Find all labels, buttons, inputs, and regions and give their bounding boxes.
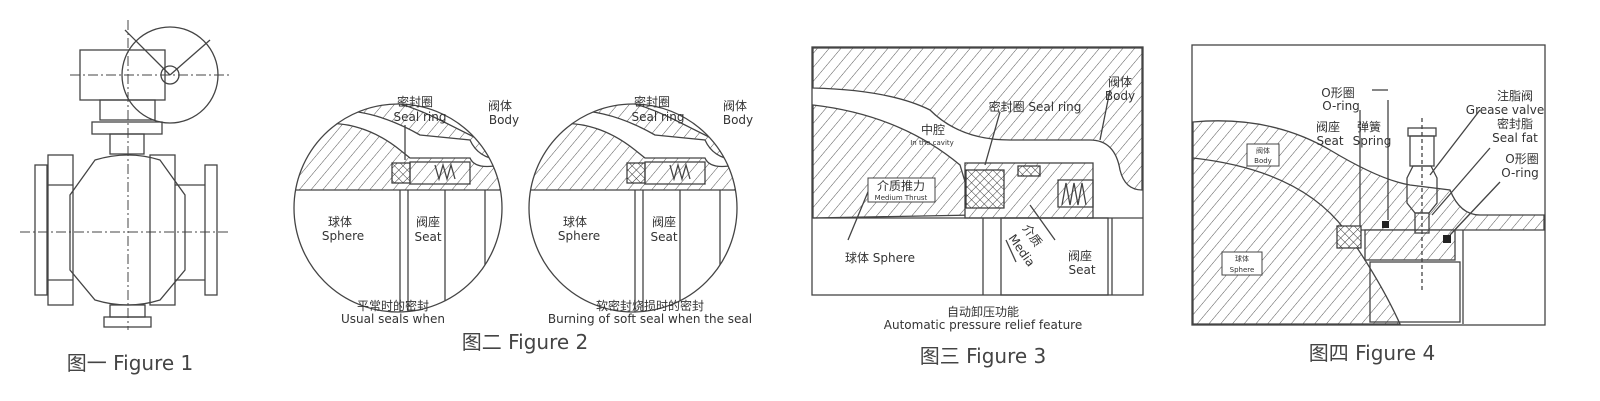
label-spring-cn: 弹簧 [1357, 119, 1381, 134]
label-sphere-en: Sphere [1230, 266, 1255, 274]
label-grease-valve-en: Grease valve [1466, 103, 1544, 117]
label-thrust-cn: 介质推力 [877, 179, 925, 193]
label-oring-2-cn: O形圈 [1505, 152, 1538, 166]
label-body-cn: 阀体 [1108, 75, 1132, 89]
figure-2-usual-seal: 密封圈 Seal ring 阀体 Body 球体 Sphere 阀座 Seat … [293, 94, 519, 326]
label-seat-en: Seat [1068, 263, 1095, 277]
label-sphere: 球体 Sphere [845, 251, 915, 265]
label-sphere-cn: 球体 [1235, 254, 1249, 263]
label-sphere-cn: 球体 [563, 215, 587, 229]
label-body-en: Body [489, 113, 519, 127]
figure-3-caption-cn: 自动卸压功能 [947, 304, 1019, 319]
figure-3-caption-en: Automatic pressure relief feature [884, 318, 1082, 332]
label-seat-cn: 阀座 [1068, 248, 1092, 263]
label-seat-cn: 阀座 [1316, 119, 1340, 134]
label-spring-en: Spring [1353, 134, 1392, 148]
label-seal-ring-en: Seal ring [394, 110, 447, 124]
label-body-en: Body [1105, 89, 1135, 103]
label-seat-cn: 阀座 [652, 214, 676, 229]
label-sphere-en: Sphere [322, 229, 364, 243]
label-seal-ring-en: Seal ring [632, 110, 685, 124]
figure-2-caption: 图二 Figure 2 [462, 330, 589, 354]
label-seat-cn: 阀座 [416, 214, 440, 229]
figure-4-caption: 图四 Figure 4 [1309, 341, 1436, 365]
figure-2-right-caption-en: Burning of soft seal when the seal [548, 312, 752, 326]
figure-4-grease-injection: O形圈 O-ring 阀座 Seat 弹簧 Spring 注脂阀 Grease … [1191, 44, 1546, 365]
figure-2-right-caption-cn: 软密封烧损时的密封 [596, 298, 704, 313]
label-body-cn: 阀体 [488, 99, 512, 113]
figure-2-left-caption-en: Usual seals when [341, 312, 445, 326]
label-body-en: Body [1254, 157, 1272, 165]
label-cavity-en: In the cavity [910, 139, 954, 147]
figure-1-ball-valve: 图一 Figure 1 [20, 20, 230, 375]
label-sphere-en: Sphere [558, 229, 600, 243]
figure-3-caption: 图三 Figure 3 [920, 344, 1047, 368]
label-seat-en: Seat [650, 230, 677, 244]
label-body-cn: 阀体 [1256, 146, 1270, 155]
label-oring-1-cn: O形圈 [1321, 86, 1354, 100]
label-oring-2-en: O-ring [1501, 166, 1539, 180]
label-body-cn: 阀体 [723, 99, 747, 113]
label-sphere-cn: 球体 [328, 215, 352, 229]
figure-3-pressure-relief: 阀体 Body 密封圈 Seal ring 中腔 In the cavity 介… [811, 46, 1144, 368]
label-body-en: Body [723, 113, 753, 127]
label-cavity-cn: 中腔 [921, 122, 945, 137]
figure-2-left-caption-cn: 平常时的密封 [357, 298, 429, 313]
label-seal-ring: 密封圈 Seal ring [989, 99, 1082, 114]
label-seal-ring-cn: 密封圈 [634, 94, 670, 109]
label-seat-en: Seat [414, 230, 441, 244]
label-thrust-en: Medium Thrust [875, 194, 928, 202]
label-seat-en: Seat [1316, 134, 1343, 148]
figure-1-caption: 图一 Figure 1 [67, 351, 194, 375]
label-seal-fat-en: Seal fat [1492, 131, 1538, 145]
label-seal-ring-cn: 密封圈 [397, 94, 433, 109]
label-grease-valve-cn: 注脂阀 [1497, 88, 1533, 103]
label-oring-1-en: O-ring [1322, 99, 1360, 113]
handwheel [121, 26, 219, 124]
figure-2-burned-seal: 密封圈 Seal ring 阀体 Body 球体 Sphere 阀座 Seat … [462, 94, 753, 354]
label-seal-fat-cn: 密封脂 [1497, 116, 1533, 131]
